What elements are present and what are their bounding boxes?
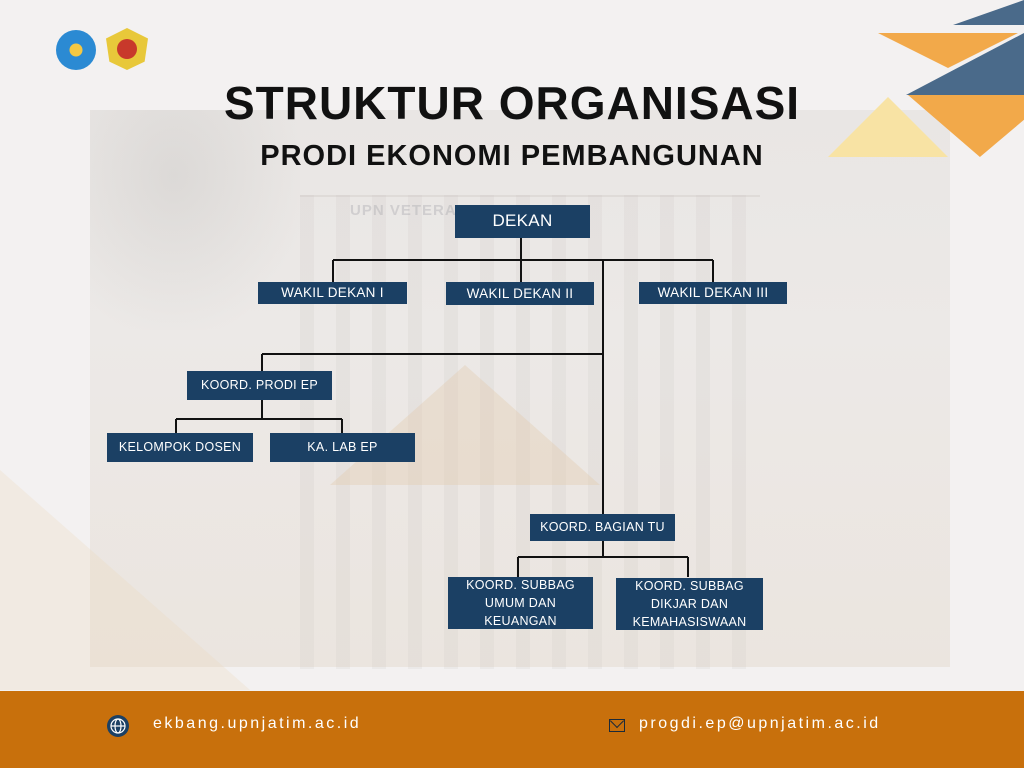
subbag-dikjar-box: KOORD. SUBBAG DIKJAR DAN KEMAHASISWAAN (616, 578, 763, 630)
wakil-dekan-3-box: WAKIL DEKAN III (639, 282, 787, 304)
ka-lab-box: KA. LAB EP (270, 433, 415, 462)
mail-icon (609, 719, 625, 732)
globe-icon (107, 715, 129, 737)
wakil-dekan-1-box: WAKIL DEKAN I (258, 282, 407, 304)
website-link[interactable]: ekbang.upnjatim.ac.id (153, 715, 362, 732)
upn-logo (106, 28, 148, 70)
dekan-box: DEKAN (455, 205, 590, 238)
page-title: STRUKTUR ORGANISASI (223, 77, 801, 129)
koord-tu-box: KOORD. BAGIAN TU (530, 514, 675, 541)
footer-bar (0, 691, 1024, 768)
background-triangle (0, 470, 250, 690)
koord-prodi-box: KOORD. PRODI EP (187, 371, 332, 400)
wakil-dekan-2-box: WAKIL DEKAN II (446, 282, 594, 305)
kemendikbud-logo (56, 30, 96, 70)
background-roof (330, 365, 600, 485)
email-link[interactable]: progdi.ep@upnjatim.ac.id (639, 715, 881, 732)
page-subtitle: PRODI EKONOMI PEMBANGUNAN (260, 140, 764, 172)
kelompok-dosen-box: KELOMPOK DOSEN (107, 433, 253, 462)
subbag-umum-box: KOORD. SUBBAG UMUM DAN KEUANGAN (448, 577, 593, 629)
